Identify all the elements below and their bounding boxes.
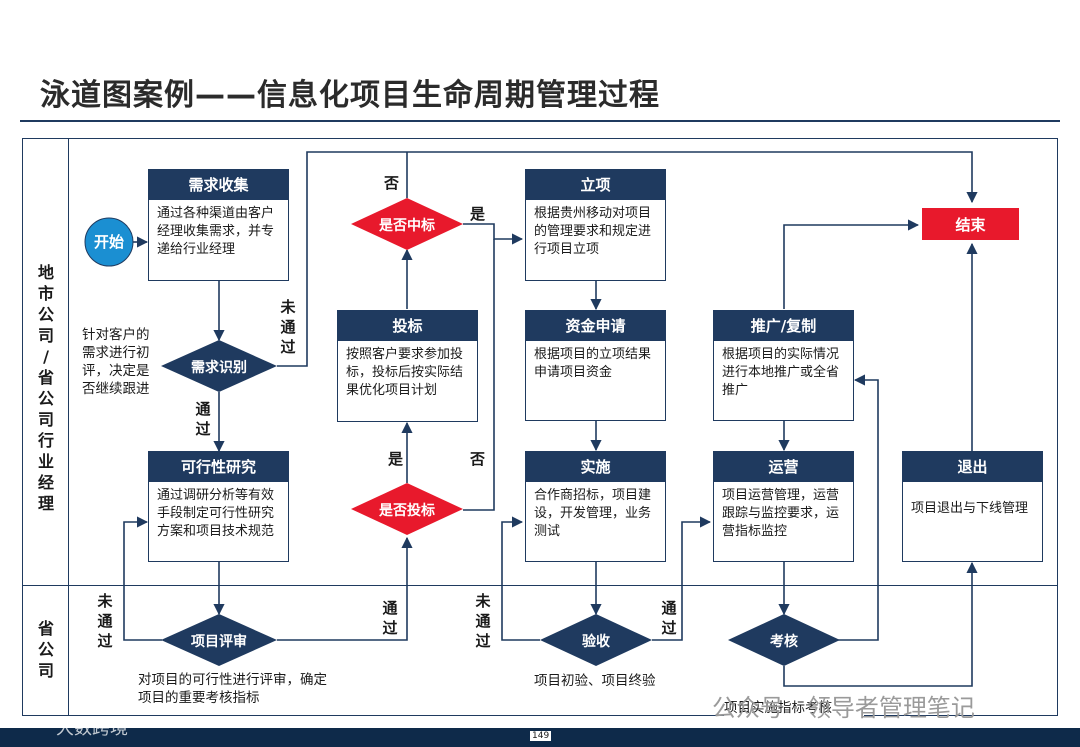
page-title: 泳道图案例——信息化项目生命周期管理过程 [40,78,660,113]
edge-label-win-yes: 是 [470,205,486,223]
process-operation: 运营 项目运营管理，运营跟踪与监控要求，运营指标监控 [713,451,854,562]
decision-acceptance-label: 验收 [582,634,610,650]
watermark-left: 大数跨境 [56,718,128,739]
edge-assess-to-promo [838,374,879,641]
decision-project-review-label: 项目评审 [191,634,247,650]
decision-win-bid [351,198,463,250]
edge-label-win-no: 否 [384,174,400,192]
decision-assessment [728,614,840,666]
process-description: 合作商招标，项目建设，开发管理，业务测试 [534,488,652,539]
process-title: 运营 [714,452,853,482]
decision-bid-or-not-label: 是否投标 [379,503,435,519]
edge-label-not-passed-accept: 未通过 [475,592,491,650]
edge-label-passed-review: 通过 [382,599,398,637]
note-acceptance: 项目初验、项目终验 [534,673,656,689]
lane-divider [22,585,1058,586]
lane-label-province: 省公司 [37,619,54,680]
process-demand-collect: 需求收集 通过各种渠道由客户经理收集需求，并专递给行业经理 [148,169,289,281]
swimlane-frame [22,138,1058,716]
edge-label-bid-no: 否 [470,450,486,468]
page-number: 149 [530,731,552,741]
edge-accept-to-operation [652,516,712,641]
edge-promo-to-end [783,219,920,309]
process-description: 项目退出与下线管理 [911,501,1029,516]
note-demand-identify: 针对客户的需求进行初评，决定是否继续跟进 [82,327,150,397]
edge-label-not-passed-identify: 未通过 [280,298,296,356]
note-assessment: 项目实施指标考核 [724,699,864,717]
edge-label-passed-accept: 通过 [661,599,677,637]
edge-bid-no [463,239,495,511]
process-description: 通过调研分析等有效手段制定可行性研究方案和项目技术规范 [157,488,275,539]
process-funding: 资金申请 根据项目的立项结果申请项目资金 [525,310,666,421]
process-title: 可行性研究 [149,452,288,482]
process-exit: 退出 项目退出与下线管理 [902,451,1043,562]
process-description: 根据项目的实际情况进行本地推广或全省推广 [722,347,840,398]
process-project-setup: 立项 根据贵州移动对项目的管理要求和规定进行项目立项 [525,169,666,281]
decision-demand-identify [161,340,277,392]
process-description: 根据贵州移动对项目的管理要求和规定进行项目立项 [534,206,652,257]
note-project-review: 对项目的可行性进行评审，确定项目的重要考核指标 [138,672,327,706]
decision-acceptance [540,614,652,666]
start-label: 开始 [93,233,124,251]
process-title: 资金申请 [526,311,665,341]
watermark-account: 公众号 · 领导者管理笔记 [712,694,975,722]
process-title: 退出 [903,452,1042,482]
edge-label-not-passed-review: 未通过 [97,592,113,650]
lane-label-city-province: 地市公司/省公司行业经理 [37,263,54,513]
end-label: 结束 [955,216,986,234]
edge-assess-to-exit [783,561,978,687]
edge-win-yes [463,223,524,245]
process-bidding: 投标 按照客户要求参加投标，投标后按实际结果优化项目计划 [337,310,478,422]
process-title: 需求收集 [149,170,288,200]
decision-demand-identify-label: 需求识别 [191,360,247,376]
edge-accept-not-passed [501,516,540,641]
edge-label-bid-yes: 是 [388,450,404,468]
process-title: 推广/复制 [714,311,853,341]
process-description: 按照客户要求参加投标，投标后按实际结果优化项目计划 [346,347,464,398]
process-title: 投标 [338,311,477,341]
end-node [922,208,1019,240]
edge-review-not-passed [123,516,162,641]
decision-bid-or-not [351,483,463,535]
edge-identify-not-passed [277,151,978,367]
process-title: 实施 [526,452,665,482]
title-divider [20,120,1060,122]
process-implementation: 实施 合作商招标，项目建设，开发管理，业务测试 [525,451,666,562]
start-node [84,217,134,267]
decision-win-bid-label: 是否中标 [379,218,435,234]
edge-label-passed-identify: 通过 [195,400,211,438]
process-title: 立项 [526,170,665,200]
lane-label-column-divider [68,138,69,716]
process-promotion: 推广/复制 根据项目的实际情况进行本地推广或全省推广 [713,310,854,421]
process-description: 根据项目的立项结果申请项目资金 [534,347,652,380]
edge-review-to-bid [277,536,413,641]
decision-project-review [161,614,277,666]
process-feasibility: 可行性研究 通过调研分析等有效手段制定可行性研究方案和项目技术规范 [148,451,289,562]
process-description: 项目运营管理，运营跟踪与监控要求，运营指标监控 [722,488,840,539]
decision-assessment-label: 考核 [770,634,798,650]
process-description: 通过各种渠道由客户经理收集需求，并专递给行业经理 [157,206,275,257]
